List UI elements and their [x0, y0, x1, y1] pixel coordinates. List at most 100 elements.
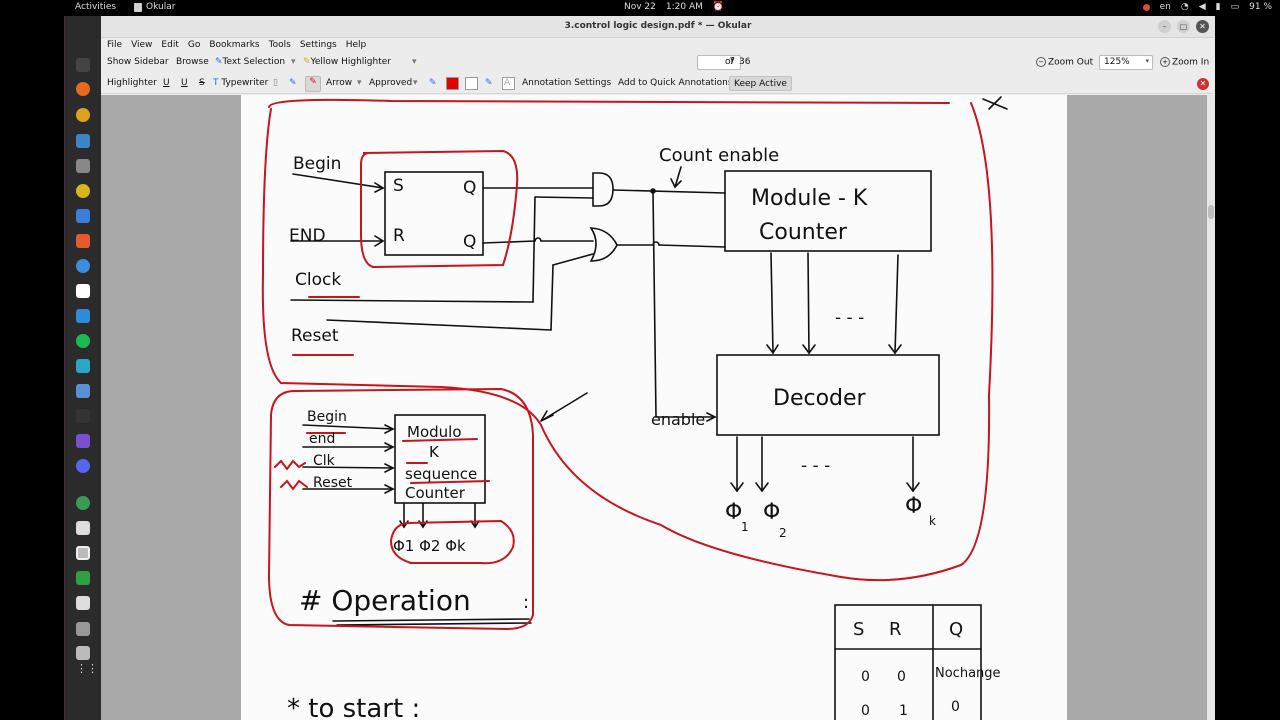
typewriter-tool[interactable]: T Typewriter	[213, 78, 268, 88]
fill-color-swatch[interactable]	[502, 77, 515, 90]
menu-help[interactable]: Help	[345, 40, 367, 50]
notion-icon[interactable]	[76, 284, 90, 298]
menu-file[interactable]: File	[107, 40, 123, 50]
usb-drive-icon[interactable]	[76, 622, 90, 636]
add-quick-annotations-button[interactable]: Add to Quick Annotations	[618, 78, 733, 88]
red-color-swatch[interactable]	[446, 77, 459, 90]
zoom-in-button[interactable]: +Zoom In	[1160, 57, 1209, 68]
approved-stamp[interactable]: Approved	[369, 78, 413, 88]
ff-s-label: S	[393, 176, 404, 196]
discord-icon[interactable]	[76, 459, 90, 473]
virtualbox-icon[interactable]	[76, 384, 90, 398]
fill-pen-icon[interactable]: ✎	[485, 78, 493, 88]
writer-icon[interactable]	[76, 209, 90, 223]
okular-dock-icon[interactable]	[76, 546, 90, 560]
block-region-outline	[267, 387, 534, 631]
screenshot-icon[interactable]	[76, 359, 90, 373]
keep-active-button[interactable]: Keep Active	[729, 76, 792, 91]
clock-label: Clock	[295, 270, 341, 290]
activities-button[interactable]: Activities	[75, 2, 117, 12]
arrow-tool[interactable]: Arrow	[326, 78, 353, 88]
menu-tools[interactable]: Tools	[268, 40, 291, 50]
folder-icon[interactable]	[76, 159, 90, 173]
spotify-icon[interactable]	[76, 334, 90, 348]
document-view[interactable]: Begin END Clock Reset S R Q Q Count enab…	[101, 95, 1215, 720]
title-bar[interactable]: 3.control logic design.pdf * — Okular – …	[101, 16, 1215, 38]
stamp-dropdown-icon[interactable]: ▾	[413, 78, 418, 88]
pdf-page[interactable]: Begin END Clock Reset S R Q Q Count enab…	[241, 95, 1067, 720]
note-icon[interactable]: ▯	[273, 78, 278, 88]
table-r2-r: 1	[899, 703, 908, 719]
zoom-level-value: 125%	[1104, 57, 1130, 67]
block-line1: Modulo	[407, 423, 462, 441]
app-icon-green[interactable]	[76, 496, 90, 510]
close-annotation-bar-icon[interactable]: ✕	[1197, 78, 1209, 90]
firefox-icon[interactable]	[76, 82, 90, 96]
zoom-out-button[interactable]: −Zoom Out	[1036, 57, 1093, 68]
highlighter-tool[interactable]: Highlighter	[107, 78, 157, 88]
app-menu[interactable]: Okular	[134, 2, 175, 12]
show-sidebar-button[interactable]: Show Sidebar	[107, 57, 169, 67]
freehand-line-icon[interactable]: ✎	[289, 78, 297, 88]
annotation-settings-button[interactable]: Annotation Settings	[522, 78, 612, 88]
page-number-input[interactable]: 7	[697, 55, 741, 70]
text-editor-icon[interactable]	[76, 596, 90, 610]
arrow-dropdown-icon[interactable]: ▾	[357, 78, 362, 88]
maximize-icon[interactable]: ▢	[1177, 20, 1190, 33]
text-selection-dropdown-icon[interactable]: ▾	[291, 57, 296, 67]
vertical-scrollbar[interactable]	[1207, 95, 1215, 720]
scrollbar-thumb[interactable]	[1208, 205, 1214, 219]
software-icon[interactable]	[76, 234, 90, 248]
begin-label: Begin	[293, 154, 341, 174]
table-q-header: Q	[949, 619, 963, 640]
obsidian-icon[interactable]	[76, 434, 90, 448]
yellow-highlighter-button[interactable]: ✎Yellow Highlighter	[303, 57, 391, 67]
keyboard-language[interactable]: en	[1159, 2, 1171, 12]
app-name: Okular	[146, 2, 176, 12]
browse-button[interactable]: Browse	[176, 57, 209, 67]
text-selection-icon: ✎	[215, 57, 223, 67]
menu-view[interactable]: View	[131, 40, 153, 50]
menu-settings[interactable]: Settings	[299, 40, 337, 50]
squiggle-tool[interactable]: U	[181, 78, 188, 88]
menu-go[interactable]: Go	[187, 40, 201, 50]
show-apps-icon[interactable]: ⋮⋮	[76, 662, 98, 675]
menu-bookmarks[interactable]: Bookmarks	[209, 40, 260, 50]
trash-icon[interactable]	[76, 646, 90, 660]
rhythmbox-icon[interactable]	[76, 184, 90, 198]
page-total-label: 36	[739, 57, 751, 67]
zoom-in-icon: +	[1160, 57, 1170, 67]
date-time[interactable]: Nov 22 1:20 AM ⏰	[624, 2, 724, 12]
time-label: 1:20 AM	[665, 2, 703, 12]
outer-region-outline	[261, 98, 994, 582]
chevron-down-icon: ▾	[1145, 57, 1149, 65]
underline-tool[interactable]: U	[163, 78, 170, 88]
highlighter-dropdown-icon[interactable]: ▾	[412, 57, 417, 67]
minimize-icon[interactable]: –	[1158, 20, 1171, 33]
vscode-icon[interactable]	[76, 309, 90, 323]
white-color-swatch[interactable]	[465, 77, 478, 90]
files-icon[interactable]	[76, 134, 90, 148]
strikeout-tool[interactable]: S	[199, 78, 205, 88]
phi-outputs-outline	[389, 519, 515, 565]
or-gate	[589, 227, 618, 262]
text-selection-button[interactable]: ✎Text Selection	[215, 57, 285, 67]
chrome-icon[interactable]	[76, 108, 90, 122]
document-icon[interactable]	[76, 521, 90, 535]
block-line3: sequence	[405, 465, 477, 483]
line-color-pen-icon[interactable]: ✎	[429, 78, 437, 88]
help-icon[interactable]	[76, 259, 90, 273]
wifi-icon: ◔	[1180, 2, 1189, 12]
page-of-label: of	[725, 57, 734, 67]
close-icon[interactable]: ✕	[1196, 20, 1209, 33]
system-tray[interactable]: en ◔ ◀ ▮ ▭ 91 %	[1142, 2, 1272, 12]
github-icon[interactable]	[76, 409, 90, 423]
monitor-icon[interactable]	[76, 571, 90, 585]
block-line2: K	[429, 443, 440, 461]
counter-line1: Module - K	[751, 186, 868, 211]
menu-edit[interactable]: Edit	[161, 40, 179, 50]
zoom-select[interactable]: 125% ▾	[1099, 55, 1153, 70]
terminal-icon[interactable]	[76, 58, 90, 72]
stamp-icon[interactable]: ✎	[305, 76, 321, 92]
microphone-icon: ▮	[1215, 2, 1221, 12]
